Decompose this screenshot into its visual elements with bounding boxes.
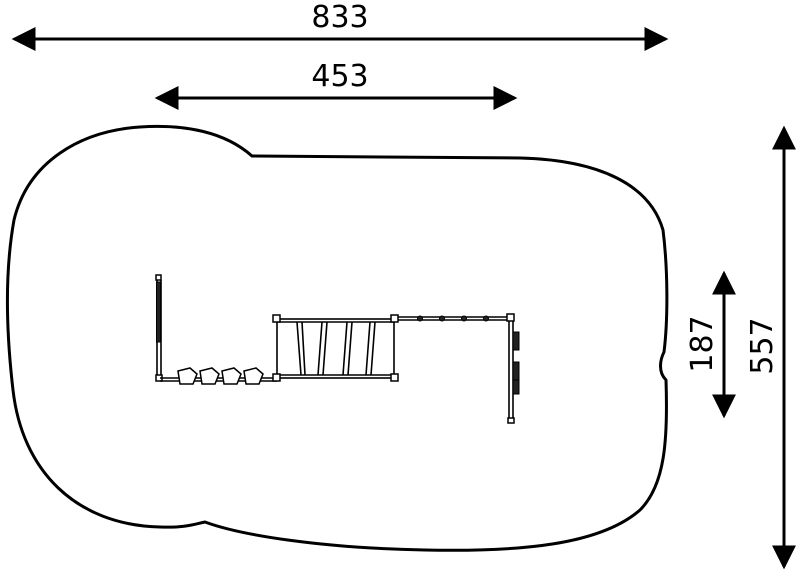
overall-depth-dimension: 557 [745, 125, 796, 570]
overall-depth-label: 557 [745, 317, 780, 374]
left-ladder [155, 274, 163, 382]
equipment-width-label: 453 [311, 59, 368, 94]
top-chain-beam [398, 313, 515, 322]
stepping-holds [177, 367, 264, 385]
equipment-depth-dimension: 187 [685, 270, 736, 419]
equipment-width-dimension: 453 [154, 59, 518, 110]
overall-width-dimension: 833 [11, 0, 669, 51]
equipment-plan [155, 274, 520, 424]
central-frame [272, 314, 399, 382]
right-ladder [507, 321, 520, 424]
safety-zone-outline [6, 124, 669, 552]
overall-width-label: 833 [311, 0, 368, 35]
equipment-depth-label: 187 [685, 315, 720, 372]
